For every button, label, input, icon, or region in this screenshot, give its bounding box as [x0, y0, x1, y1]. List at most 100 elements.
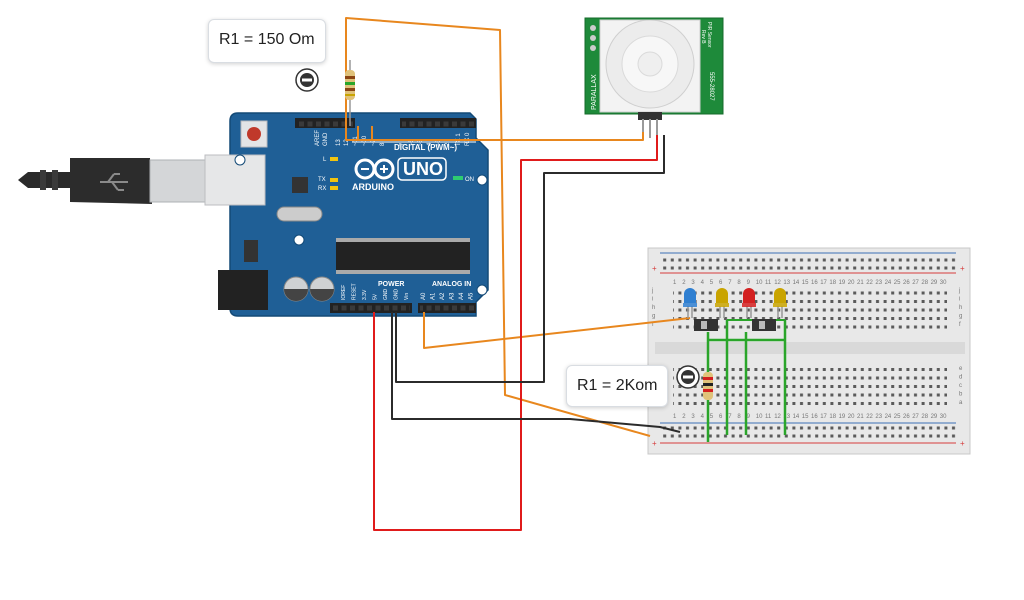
column-number: 18	[829, 280, 836, 286]
column-number: 25	[894, 280, 901, 286]
column-number: 11	[765, 414, 772, 420]
wire-red-5v[interactable]	[373, 135, 658, 531]
column-number: 26	[903, 414, 910, 420]
small-chip	[292, 177, 308, 193]
row-letter: a	[959, 400, 963, 406]
row-letter: d	[959, 375, 962, 381]
power-pin-label: RESET	[352, 283, 358, 300]
column-number: 4	[701, 280, 705, 286]
column-number: 21	[857, 280, 864, 286]
row-letter: h	[959, 305, 962, 311]
crystal	[276, 206, 323, 222]
column-number: 11	[765, 280, 772, 286]
wire-black-gnd-pir[interactable]	[395, 135, 665, 383]
mount-hole	[234, 154, 246, 166]
mount-hole	[476, 284, 488, 296]
arduino-label: ARDUINO	[352, 182, 394, 192]
row-letter: c	[959, 383, 962, 389]
column-number: 14	[793, 414, 800, 420]
column-number: 12	[774, 280, 781, 286]
wire-orange-pin[interactable]	[357, 126, 644, 141]
column-number: 20	[848, 280, 855, 286]
column-number: 2	[682, 414, 686, 420]
column-number: 4	[701, 414, 705, 420]
bottom-power-rail	[660, 424, 956, 442]
power-pin-label: GND	[383, 289, 389, 301]
column-number: 7	[728, 414, 732, 420]
column-number: 19	[839, 280, 846, 286]
resistor-tooltip-top: R1 = 150 Om	[208, 19, 326, 63]
column-number: 16	[811, 414, 818, 420]
digital-label: DIGITAL (PWM~)	[394, 143, 457, 152]
analog-pin-label: A0	[421, 292, 427, 300]
minus-marker-top[interactable]	[295, 68, 319, 92]
top-pin-label: 13	[336, 139, 342, 146]
minus-marker-bottom[interactable]	[676, 365, 700, 389]
column-number: 28	[921, 280, 928, 286]
mount-hole	[476, 174, 488, 186]
top-pin-label: 4	[427, 142, 433, 146]
power-pin-label: IOREF	[341, 285, 347, 300]
row-letter: b	[959, 392, 963, 398]
led[interactable]	[683, 288, 697, 318]
mount-hole	[293, 234, 305, 246]
column-number: 30	[940, 280, 947, 286]
column-number: 5	[710, 280, 714, 286]
power-pin-label: 3.3V	[362, 289, 368, 300]
top-power-rail	[660, 254, 956, 272]
led[interactable]	[742, 288, 756, 318]
row-letter: h	[652, 305, 655, 311]
l-label: L	[323, 157, 327, 163]
top-pin-label: GND	[323, 132, 329, 146]
reset-button[interactable]	[240, 120, 268, 148]
pir-sensor[interactable]: PARALLAX PIR Sensor Rev B 555-28027	[584, 17, 724, 138]
top-pin-label: 7	[400, 142, 406, 146]
led[interactable]	[715, 288, 729, 318]
uno-label: UNO	[403, 159, 443, 179]
power-pin-label: GND	[394, 289, 400, 301]
column-number: 13	[783, 414, 790, 420]
led[interactable]	[773, 288, 787, 318]
column-number: 27	[912, 414, 919, 420]
wire-black-gnd-bb[interactable]	[391, 312, 681, 433]
column-number: 6	[719, 414, 723, 420]
reset-button-cap	[247, 127, 261, 141]
column-number: 17	[820, 280, 827, 286]
column-number: 22	[866, 280, 873, 286]
top-pin-label: AREF	[315, 130, 321, 146]
pir-model-line2: Rev B	[700, 30, 706, 44]
column-number: 30	[940, 414, 947, 420]
pir-part-number: 555-28027	[708, 72, 714, 101]
row-letter: g	[959, 314, 962, 320]
breadboard[interactable]: jihgfjihgfedcbaedcba11223344556677889910…	[647, 247, 971, 455]
row-letter: g	[652, 314, 655, 320]
rx-label: RX	[318, 186, 326, 192]
column-number: 15	[802, 280, 809, 286]
column-number: 2	[682, 280, 686, 286]
arduino-logo	[354, 158, 395, 180]
column-number: 7	[728, 280, 732, 286]
analog-label: ANALOG IN	[432, 281, 471, 288]
column-number: 18	[829, 414, 836, 420]
row-letter: i	[959, 297, 960, 303]
column-number: 14	[793, 280, 800, 286]
column-number: 9	[747, 414, 751, 420]
column-number: 23	[875, 280, 882, 286]
resistor-tooltip-bottom: R1 = 2Kom	[566, 365, 669, 407]
column-number: 24	[885, 280, 892, 286]
analog-pin-label: A5	[469, 292, 475, 300]
column-number: 10	[756, 414, 763, 420]
usb-icon	[100, 173, 128, 191]
column-number: 10	[756, 280, 763, 286]
resistor-150[interactable]	[345, 60, 355, 126]
resistor-2k[interactable]	[703, 372, 713, 400]
column-number: 29	[931, 280, 938, 286]
tx-label: TX	[318, 177, 326, 183]
analog-pin-label: A2	[440, 292, 446, 300]
wire-orange-a0[interactable]	[423, 312, 691, 349]
analog-pin-label: A1	[431, 292, 437, 300]
row-letter: f	[652, 322, 654, 328]
power-pin-label: 5V	[373, 293, 379, 300]
